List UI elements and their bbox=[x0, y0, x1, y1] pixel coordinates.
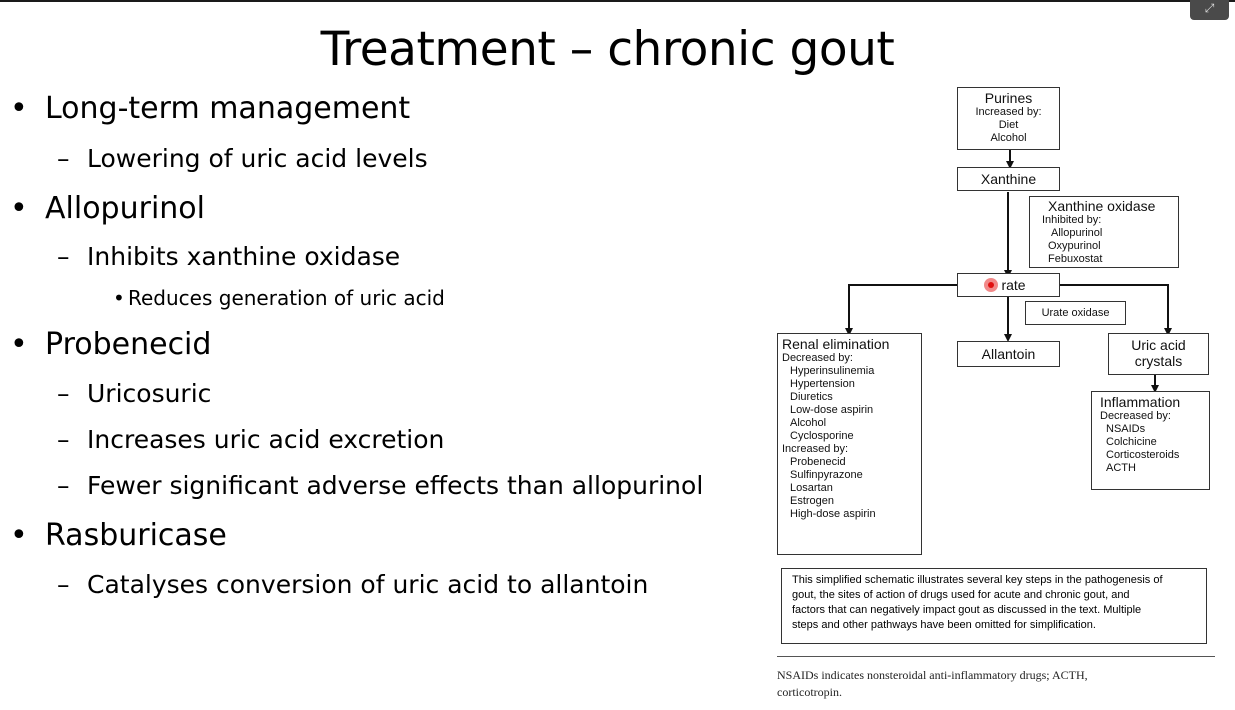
subbullet-inhibits-xanthine-oxidase: Inhibits xanthine oxidase bbox=[57, 242, 400, 271]
xanthine-oxidase-box: Xanthine oxidase Inhibited by: Allopurin… bbox=[1029, 196, 1179, 268]
diagram-connectors bbox=[845, 149, 1172, 393]
renal-decreased-item: Low-dose aspirin bbox=[790, 404, 874, 416]
bullet-allopurinol: Allopurinol bbox=[10, 191, 205, 226]
cursor-highlight-icon bbox=[984, 278, 998, 292]
bullet-rasburicase: Rasburicase bbox=[10, 518, 227, 553]
expand-icon: ⤢ bbox=[1204, 1, 1215, 15]
renal-decreased-item: Hyperinsulinemia bbox=[790, 365, 875, 377]
bullet-long-term-management: Long-term management bbox=[10, 91, 410, 126]
urate-oxidase-box: Urate oxidase bbox=[1025, 301, 1126, 325]
inflammation-item: Colchicine bbox=[1106, 436, 1157, 448]
renal-increased-item: Estrogen bbox=[790, 495, 835, 507]
subbullet-catalyses-conversion: Catalyses conversion of uric acid to all… bbox=[57, 570, 648, 599]
renal-decreased-item: Hypertension bbox=[790, 378, 855, 390]
subbullet-increases-excretion: Increases uric acid excretion bbox=[57, 425, 444, 454]
top-border bbox=[0, 0, 1235, 2]
urate-box: rate bbox=[957, 273, 1060, 297]
slide-title: Treatment – chronic gout bbox=[320, 22, 895, 77]
diagram-caption-box: This simplified schematic illustrates se… bbox=[781, 568, 1207, 644]
xanthine-box: Xanthine bbox=[957, 167, 1060, 191]
renal-decreased-item: Alcohol bbox=[790, 417, 827, 429]
subsubbullet-reduces-generation: Reduces generation of uric acid bbox=[113, 286, 445, 310]
renal-increased-item: High-dose aspirin bbox=[790, 508, 876, 520]
renal-increased-item: Probenecid bbox=[790, 456, 846, 468]
renal-decreased-item: Cyclosporine bbox=[790, 430, 854, 442]
gout-pathway-diagram: Purines Increased by: Diet Alcohol Xanth… bbox=[760, 80, 1220, 660]
inflammation-item: ACTH bbox=[1106, 462, 1136, 474]
renal-elimination-box: Renal elimination Decreased by: Hyperins… bbox=[777, 333, 922, 555]
subbullet-lowering-uric-acid: Lowering of uric acid levels bbox=[57, 144, 428, 173]
allantoin-box: Allantoin bbox=[957, 341, 1060, 367]
inflammation-item: NSAIDs bbox=[1106, 423, 1146, 435]
bullet-probenecid: Probenecid bbox=[10, 327, 212, 362]
subbullet-fewer-adverse-effects: Fewer significant adverse effects than a… bbox=[57, 471, 703, 500]
inflammation-item: Corticosteroids bbox=[1106, 449, 1180, 461]
subbullet-uricosuric: Uricosuric bbox=[57, 379, 212, 408]
renal-increased-item: Sulfinpyrazone bbox=[790, 469, 863, 481]
renal-increased-item: Losartan bbox=[790, 482, 833, 494]
purines-box: Purines Increased by: Diet Alcohol bbox=[957, 87, 1060, 150]
footnote-divider bbox=[777, 656, 1215, 657]
renal-decreased-item: Diuretics bbox=[790, 391, 833, 403]
expand-button[interactable]: ⤢ bbox=[1190, 0, 1229, 20]
uric-acid-crystals-box: Uric acid crystals bbox=[1108, 333, 1209, 375]
footnote: NSAIDs indicates nonsteroidal anti-infla… bbox=[777, 668, 1088, 699]
inflammation-box: Inflammation Decreased by: NSAIDs Colchi… bbox=[1091, 391, 1210, 490]
